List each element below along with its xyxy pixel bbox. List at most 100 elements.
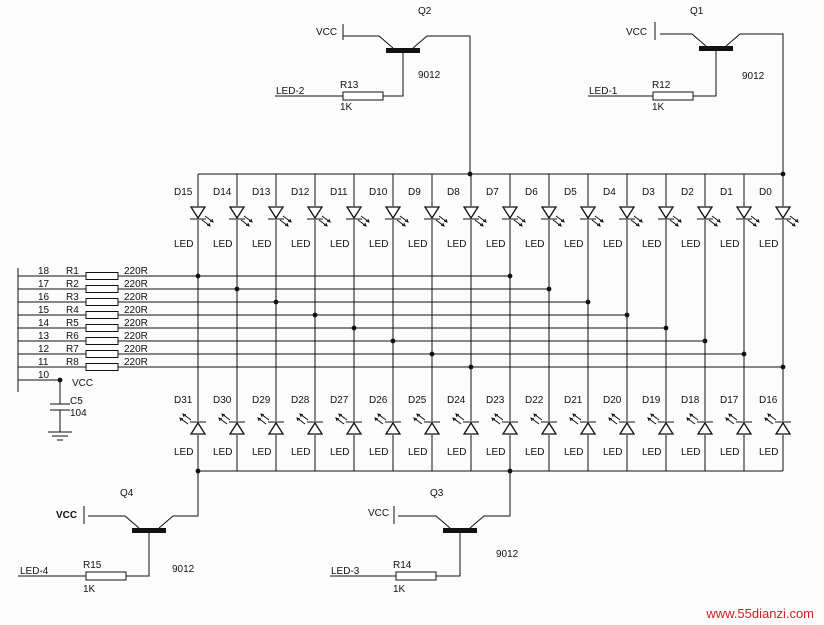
drive-signal-label: LED-2 — [276, 86, 305, 97]
led-type-label: LED — [720, 239, 739, 250]
light-arrows — [296, 413, 309, 425]
light-arrows — [513, 215, 526, 227]
junction-dot — [195, 273, 201, 279]
junction-dot — [780, 171, 786, 177]
transistor-q1 — [699, 46, 733, 51]
led-d23 — [501, 421, 519, 435]
led-d1 — [735, 206, 753, 220]
light-arrows — [686, 413, 699, 425]
transistor-part-label: 9012 — [742, 71, 765, 82]
led-type-label: LED — [603, 447, 622, 458]
light-arrows — [201, 215, 214, 227]
light-arrows — [747, 215, 760, 227]
led-ref-label: D21 — [564, 395, 583, 406]
led-type-label: LED — [330, 239, 349, 250]
led-d8 — [462, 206, 480, 220]
resistor-value-label: 1K — [83, 584, 96, 595]
resistor-value-label: 220R — [124, 292, 148, 303]
capacitor-value-label: 104 — [70, 408, 87, 419]
led-ref-label: D9 — [408, 187, 421, 198]
led-ref-label: D11 — [330, 187, 348, 198]
vcc-label: VCC — [316, 27, 337, 38]
led-ref-label: D3 — [642, 187, 655, 198]
led-d29 — [267, 421, 285, 435]
led-d0 — [774, 206, 792, 220]
junction-dot — [429, 351, 435, 357]
light-arrows — [413, 413, 426, 425]
vcc-label: VCC — [56, 510, 77, 521]
resistor-r6 — [85, 337, 119, 345]
led-ref-label: D1 — [720, 187, 733, 198]
led-type-label: LED — [330, 447, 349, 458]
led-type-label: LED — [174, 239, 193, 250]
led-type-label: LED — [525, 447, 544, 458]
resistor-r3 — [85, 298, 119, 306]
resistor-ref-label: R14 — [393, 560, 412, 571]
led-type-label: LED — [759, 447, 778, 458]
watermark: www.55dianzi.com — [705, 606, 814, 621]
resistor-r13 — [342, 91, 384, 101]
led-ref-label: D6 — [525, 187, 538, 198]
light-arrows — [257, 413, 270, 425]
led-type-label: LED — [174, 447, 193, 458]
junction-dot — [507, 468, 513, 474]
led-d17 — [735, 421, 753, 435]
led-ref-label: D10 — [369, 187, 388, 198]
junction-dot — [546, 286, 552, 292]
resistor-value-label: 220R — [124, 357, 148, 368]
led-ref-label: D8 — [447, 187, 460, 198]
resistor-ref-label: R8 — [66, 357, 79, 368]
led-type-label: LED — [408, 239, 427, 250]
connector-pin-label: 17 — [38, 279, 50, 290]
vcc-label: VCC — [72, 378, 93, 389]
resistor-value-label: 1K — [652, 102, 665, 113]
junction-dot — [351, 325, 357, 331]
base-wire — [693, 51, 717, 97]
led-d18 — [696, 421, 714, 435]
resistor-r7 — [85, 350, 119, 358]
components — [57, 46, 799, 581]
connector-pin-label: 12 — [38, 344, 50, 355]
led-ref-label: D23 — [486, 395, 505, 406]
resistor-ref-label: R2 — [66, 279, 79, 290]
collector-wire — [725, 33, 784, 174]
led-d12 — [306, 206, 324, 220]
resistor-ref-label: R7 — [66, 344, 79, 355]
transistor-q4 — [132, 528, 166, 533]
led-d25 — [423, 421, 441, 435]
led-ref-label: D14 — [213, 187, 232, 198]
led-ref-label: D25 — [408, 395, 427, 406]
transistor-part-label: 9012 — [172, 564, 195, 575]
connector-pin-label: 15 — [38, 305, 50, 316]
led-d2 — [696, 206, 714, 220]
junction-dot — [585, 299, 591, 305]
resistor-ref-label: R5 — [66, 318, 79, 329]
light-arrows — [279, 215, 292, 227]
resistor-r15 — [85, 571, 127, 581]
led-d27 — [345, 421, 363, 435]
base-wire — [383, 53, 404, 97]
led-type-label: LED — [681, 239, 700, 250]
emitter-wire — [660, 33, 707, 47]
led-d31 — [189, 421, 207, 435]
collector-wire — [158, 471, 199, 529]
light-arrows — [669, 215, 682, 227]
collector-wire — [412, 35, 471, 174]
junction-dot — [467, 171, 473, 177]
light-arrows — [474, 215, 487, 227]
light-arrows — [764, 413, 777, 425]
junction-dot — [507, 273, 513, 279]
junction-dot — [195, 468, 201, 474]
led-d11 — [345, 206, 363, 220]
resistor-r12 — [652, 91, 694, 101]
connector-pin-label: 18 — [38, 266, 50, 277]
led-type-label: LED — [447, 239, 466, 250]
led-d4 — [618, 206, 636, 220]
drive-signal-label: LED-1 — [589, 86, 618, 97]
junction-dot — [663, 325, 669, 331]
drive-signal-label: LED-3 — [331, 566, 360, 577]
resistor-r4 — [85, 311, 119, 319]
led-d21 — [579, 421, 597, 435]
led-ref-label: D18 — [681, 395, 700, 406]
capacitor-ref-label: C5 — [70, 396, 83, 407]
